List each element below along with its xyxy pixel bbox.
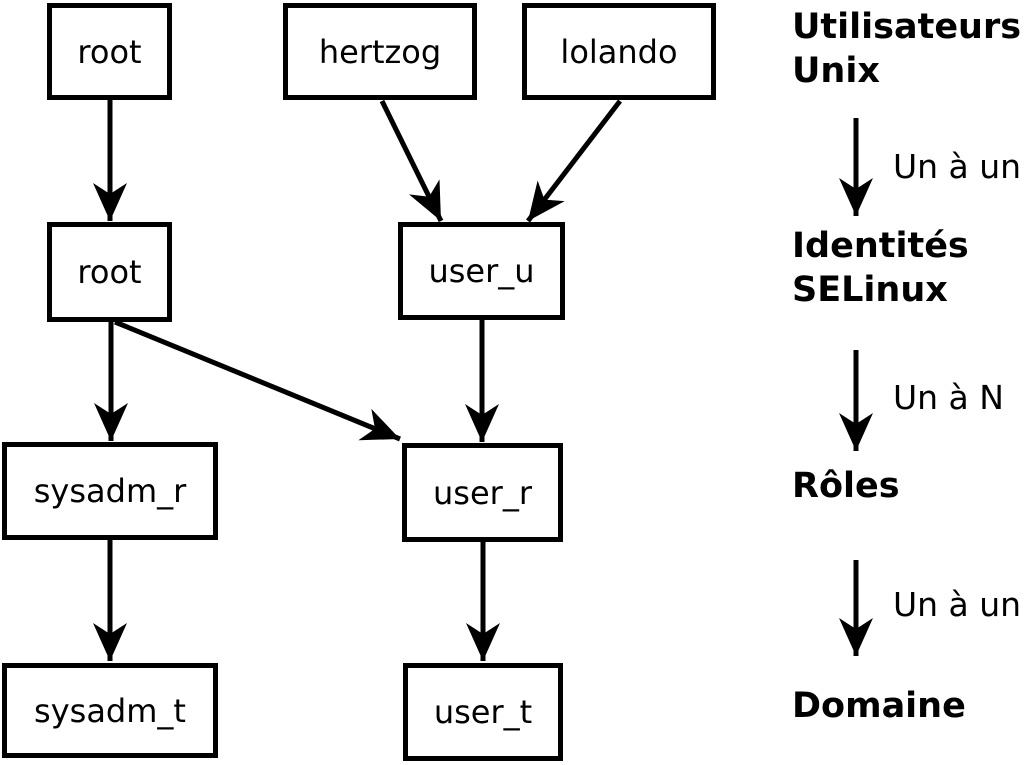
node-unix-hertzog: hertzog bbox=[283, 3, 477, 100]
node-role-user-r: user_r bbox=[402, 443, 563, 542]
legend-heading-roles: Rôles bbox=[792, 464, 900, 508]
legend-relation-un-a-n: Un à N bbox=[893, 378, 1004, 417]
arrow-root-to-user-r-icon bbox=[114, 319, 401, 442]
node-unix-root: root bbox=[47, 3, 172, 100]
node-selinux-identity-user-u: user_u bbox=[398, 222, 565, 320]
legend-heading-line: Domaine bbox=[792, 686, 966, 726]
node-domain-user-t: user_t bbox=[403, 663, 563, 761]
legend-heading-line: SELinux bbox=[792, 270, 948, 310]
node-selinux-identity-root: root bbox=[47, 222, 172, 322]
node-unix-lolando: lolando bbox=[522, 3, 716, 100]
legend-heading-identites-selinux: Identités SELinux bbox=[792, 224, 969, 312]
arrow-lolando-to-user-u-icon bbox=[526, 99, 622, 223]
arrow-hertzog-to-user-u-icon bbox=[379, 99, 444, 223]
legend-heading-line: Identités bbox=[792, 226, 969, 266]
legend-relation-un-a-un-2: Un à un bbox=[893, 585, 1022, 624]
legend-relation-un-a-un-1: Un à un bbox=[893, 147, 1022, 186]
legend-heading-line: Unix bbox=[792, 51, 880, 91]
node-domain-sysadm-t: sysadm_t bbox=[2, 663, 218, 758]
legend-heading-utilisateurs-unix: Utilisateurs Unix bbox=[792, 5, 1021, 93]
legend-heading-line: Utilisateurs bbox=[792, 7, 1022, 47]
node-role-sysadm-r: sysadm_r bbox=[2, 442, 218, 540]
legend-heading-line: Rôles bbox=[792, 466, 900, 506]
legend-heading-domaine: Domaine bbox=[792, 684, 966, 728]
